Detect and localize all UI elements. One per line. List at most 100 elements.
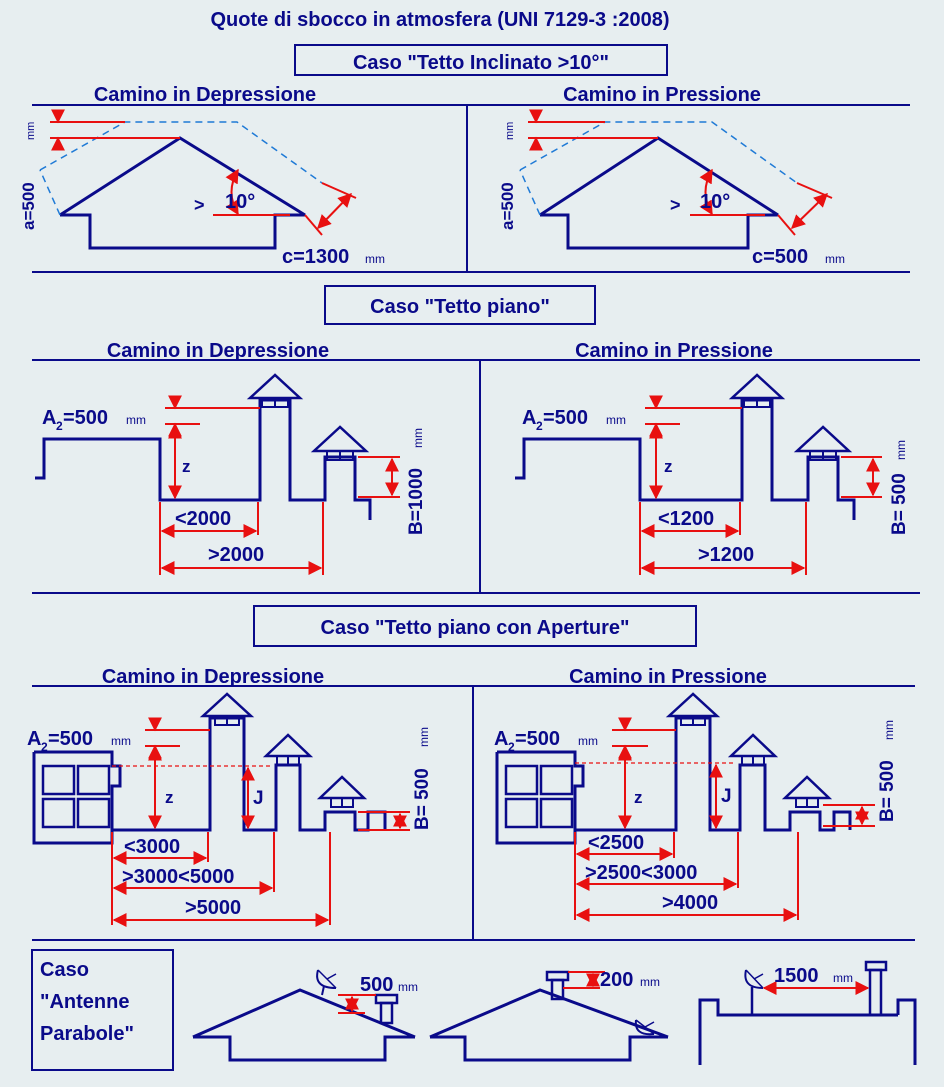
s2-left-d2: >2000 (208, 544, 264, 566)
s1-left-c-ext2 (321, 182, 357, 199)
s1-left-c-ext1 (304, 214, 323, 236)
s3-left-a2-unit: mm (111, 734, 131, 748)
satellite-dish-icon-2 (634, 1019, 655, 1036)
s1-right-a-label: a=500 (498, 182, 517, 230)
section3-heading-box (253, 605, 697, 647)
s2-right-a2-unit: mm (606, 413, 626, 427)
section4-heading-line2: "Antenne (40, 991, 129, 1013)
s2-left-a2-unit: mm (126, 413, 146, 427)
s1-left-angle: 10° (225, 191, 255, 213)
s3-left-a2-sub: 2 (41, 740, 48, 754)
section4-heading-line3: Parabole" (40, 1023, 134, 1045)
s3-right-z: z (634, 788, 643, 807)
s2-right-a2-letter: A (522, 407, 536, 429)
s1-left-profile (39, 121, 323, 184)
s4-v1: 500 (360, 974, 393, 996)
s3-right-title: Camino in Pressione (569, 666, 767, 688)
s4-building3 (698, 960, 917, 1065)
s1-left-a-label: a=500 (19, 182, 38, 230)
section3-heading: Caso "Tetto piano con Aperture" (321, 617, 630, 639)
section1-heading: Caso "Tetto Inclinato >10°" (353, 52, 609, 74)
s2-left-chimney-cap-tall (246, 373, 304, 408)
s3-right-window (504, 764, 574, 829)
s2-right-title: Camino in Pressione (575, 340, 773, 362)
satellite-dish-icon-1 (316, 969, 337, 996)
s2-right-chimney-cap-short (793, 425, 853, 461)
s2-right-roof (515, 398, 856, 520)
s4-u1: mm (398, 980, 418, 994)
section2-heading-box (324, 285, 596, 325)
s2-right-a2-value: =500 (543, 407, 588, 429)
s3-left-title: Camino in Depressione (102, 666, 324, 688)
s1-left-angle-mark: > (194, 195, 205, 215)
s3-left-a2-letter: A (27, 728, 41, 750)
s1-left-c-dimension (317, 192, 352, 230)
s1-right-angle: 10° (700, 191, 730, 213)
s2-left-b-label: B=1000 (406, 468, 427, 535)
s3-right-chimney-cap-1 (665, 692, 721, 726)
s1-right-angle-mark: > (670, 195, 681, 215)
s1-left-c-unit: mm (365, 252, 385, 266)
s2-right-b-label: B= 500 (889, 473, 910, 535)
s1-left-house (59, 136, 306, 250)
s3-left-a2-value: =500 (48, 728, 93, 750)
s2-right-z: z (664, 457, 673, 476)
s2-left-d1: <2000 (175, 508, 231, 530)
s2-left-a2-letter: A (42, 407, 56, 429)
s2-left-chimney-cap-short (310, 425, 370, 461)
s4-u2: mm (640, 975, 660, 989)
s2-right-chimney-cap-tall (728, 373, 786, 408)
s1-left-profile-edge (39, 169, 61, 216)
s1-left-a-unit: mm (25, 122, 37, 140)
s3-left-d1: <3000 (124, 836, 180, 858)
s3-left-chimney-cap-2 (262, 733, 314, 766)
s1-left-angle-arc (225, 168, 239, 216)
s4-house2 (429, 970, 669, 1062)
s3-right-a2-unit: mm (578, 734, 598, 748)
s3-right-a2-value: =500 (515, 728, 560, 750)
s3-left-d3: >5000 (185, 897, 241, 919)
s4-house1 (192, 988, 416, 1062)
s3-right-b-label: B= 500 (877, 760, 898, 822)
s3-right-a2-letter: A (494, 728, 508, 750)
s1-right-profile-edge (519, 169, 541, 216)
s3-left-chimney-cap-1 (199, 692, 255, 726)
s3-right-chimney-cap-3 (781, 775, 833, 808)
s2-left-b-unit: mm (411, 428, 425, 448)
section2-heading: Caso "Tetto piano" (370, 296, 550, 318)
s3-left-d2: >3000<5000 (122, 866, 234, 888)
s3-right-b-unit: mm (882, 720, 896, 740)
satellite-dish-icon-3 (744, 969, 764, 1015)
s3-right-d2: >2500<3000 (585, 862, 697, 884)
s2-left-title: Camino in Depressione (107, 340, 329, 362)
s4-v3: 1500 (774, 965, 819, 987)
s2-left-roof (35, 398, 372, 520)
s1-left-title: Camino in Depressione (94, 84, 316, 106)
s1-right-c-dimension (790, 193, 829, 229)
s1-right-c-label: c=500 (752, 246, 808, 268)
s1-right-c-unit: mm (825, 252, 845, 266)
s4-u3: mm (833, 971, 853, 985)
s3-left-b-label: B= 500 (412, 768, 433, 830)
s2-right-d2: >1200 (698, 544, 754, 566)
s1-right-angle-arc (699, 168, 713, 216)
page-title: Quote di sbocco in atmosfera (UNI 7129-3… (210, 9, 669, 31)
s3-right-a2-sub: 2 (508, 740, 515, 754)
s3-right-d1: <2500 (588, 832, 644, 854)
s3-left-b-unit: mm (417, 727, 431, 747)
s3-left-roof (32, 716, 387, 845)
s3-left-z: z (165, 788, 174, 807)
s1-right-c-ext1 (777, 214, 796, 236)
s2-right-a2-sub: 2 (536, 419, 543, 433)
s3-right-j: J (721, 786, 732, 807)
s1-right-title: Camino in Pressione (563, 84, 761, 106)
s3-right-d3: >4000 (662, 892, 718, 914)
s3-right-chimney-cap-2 (727, 733, 779, 766)
s1-right-a-unit: mm (504, 122, 516, 140)
section4-heading-box (31, 949, 174, 1071)
s1-right-house (539, 136, 779, 250)
s1-right-profile (519, 121, 798, 184)
s3-left-j: J (253, 788, 264, 809)
